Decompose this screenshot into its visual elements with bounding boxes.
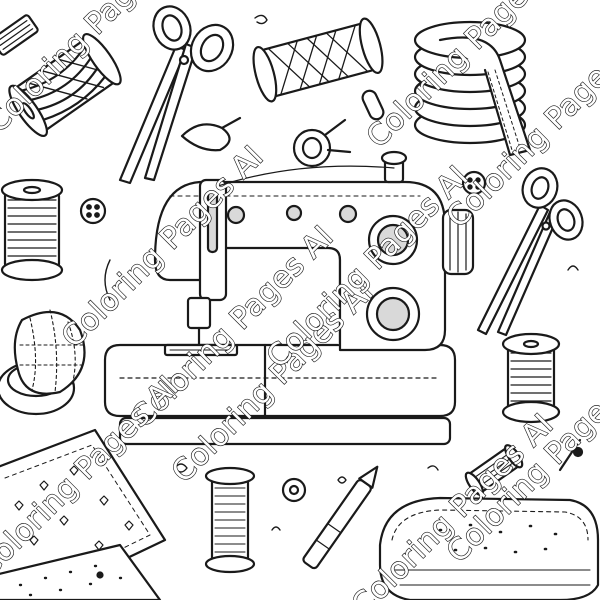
thread-spool-left: [0, 178, 64, 282]
thread-spool-bottom: [204, 466, 256, 574]
safety-pin: [361, 89, 385, 121]
thread-spool-top-center: [252, 17, 384, 103]
scissors-top: [118, 5, 235, 185]
marking-pen: [302, 465, 379, 570]
fabric-swatch-dotted: [0, 543, 162, 600]
pincushion: [0, 309, 86, 416]
button-small-top: [79, 197, 107, 225]
button-small-right: [461, 170, 487, 196]
thread-spool-right: [501, 332, 561, 424]
needle-threader: [180, 116, 242, 152]
thread-spool-small: [464, 444, 524, 496]
scissors-right: [476, 167, 584, 337]
thread-spool-corner: [0, 14, 39, 56]
sewing-machine: [103, 150, 475, 446]
thread-spool-top-left: [8, 32, 122, 138]
sewing-pouch: [378, 496, 600, 600]
fabric-stack: [413, 20, 532, 157]
small-bobbin: [292, 118, 352, 168]
